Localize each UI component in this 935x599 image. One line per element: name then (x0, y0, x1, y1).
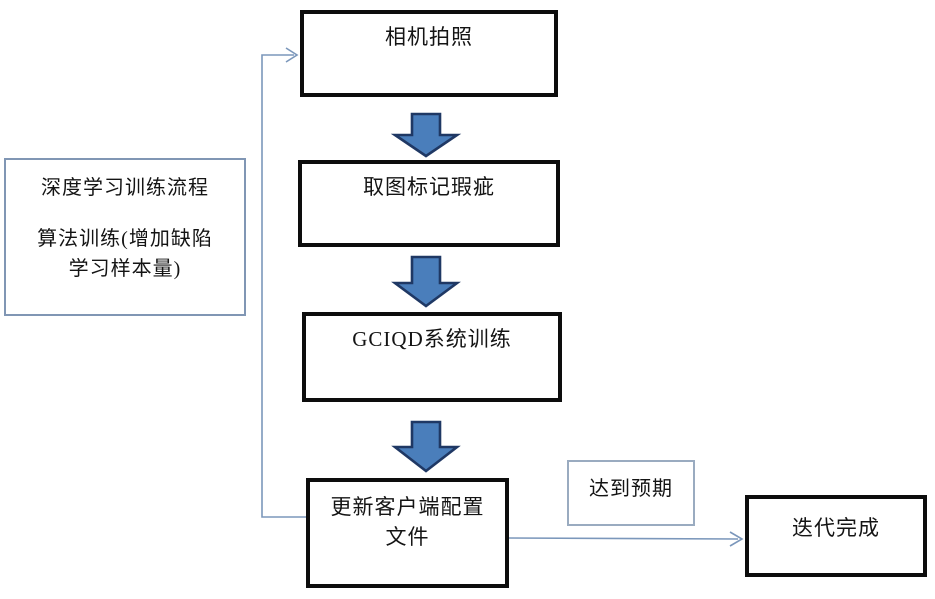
success-connector (506, 537, 739, 540)
node-label: 相机拍照 (385, 25, 473, 49)
edge-label-expectation-met: 达到预期 (567, 460, 695, 526)
node-mark-defects: 取图标记瑕疵 (298, 160, 560, 247)
note-box-training-process: 深度学习训练流程 算法训练(增加缺陷学习样本量) (4, 158, 246, 316)
flow-down-arrow-3-icon (391, 420, 461, 473)
node-label: 取图标记瑕疵 (363, 175, 495, 199)
flow-down-arrow-1-icon (390, 112, 462, 158)
node-camera-capture: 相机拍照 (300, 10, 558, 97)
node-label: GCIQD系统训练 (352, 327, 512, 351)
success-arrowhead-icon (729, 531, 744, 547)
flow-down-arrow-2-icon (391, 255, 461, 308)
note-body: 算法训练(增加缺陷学习样本量) (37, 228, 213, 280)
node-gciqd-system-training: GCIQD系统训练 (302, 312, 562, 402)
node-label: 更新客户端配置文件 (330, 495, 485, 550)
feedback-arrowhead-icon (285, 47, 299, 63)
node-iteration-done: 迭代完成 (745, 495, 927, 577)
node-update-client-config: 更新客户端配置文件 (306, 478, 509, 588)
note-title: 深度学习训练流程 (41, 177, 209, 199)
node-label: 迭代完成 (792, 516, 880, 540)
edge-label-text: 达到预期 (589, 478, 673, 500)
feedback-connector (261, 54, 306, 518)
